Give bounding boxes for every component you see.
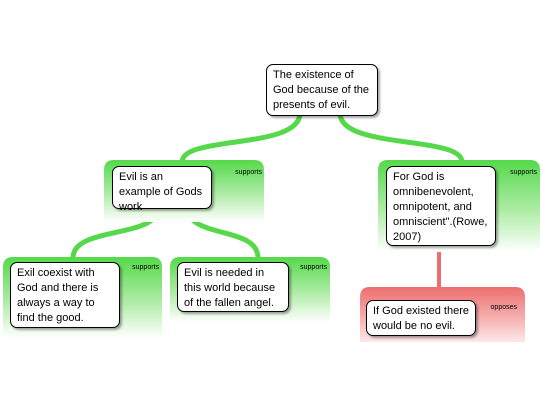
supports-label-coexist: supports [132,264,159,271]
connector-root-to-evil-gods-work [179,112,303,163]
claim-text-root: The existence of God because of the pres… [273,69,370,111]
reason-text-god-omni: For God is omnibenevolent, omnipotent, a… [393,171,488,243]
objection-text-no-evil: If God existed there would be no evil. [373,305,469,332]
oppose-connector [437,248,441,288]
supports-label-god-omni: supports [510,169,537,176]
supports-label-evil-gods-work: supports [235,169,262,176]
objection-node-no-evil[interactable]: If God existed there would be no evil. [366,300,476,336]
reason-node-fallen-angel[interactable]: Evil is needed in this world because of … [177,262,289,312]
reason-node-god-omni[interactable]: For God is omnibenevolent, omnipotent, a… [386,166,496,246]
reason-node-coexist[interactable]: Exil coexist with God and there is alway… [10,262,120,328]
opposes-label-no-evil: opposes [490,304,517,311]
supports-label-fallen-angel: supports [300,264,327,271]
reason-text-fallen-angel: Evil is needed in this world because of … [184,267,276,309]
reason-text-coexist: Exil coexist with God and there is alway… [17,267,99,324]
claim-node-root[interactable]: The existence of God because of the pres… [266,64,378,116]
connector-root-to-god-omni [337,112,465,163]
reason-text-evil-gods-work: Evil is an example of Gods work [119,171,203,213]
reason-node-evil-gods-work[interactable]: Evil is an example of Gods work [112,166,212,213]
